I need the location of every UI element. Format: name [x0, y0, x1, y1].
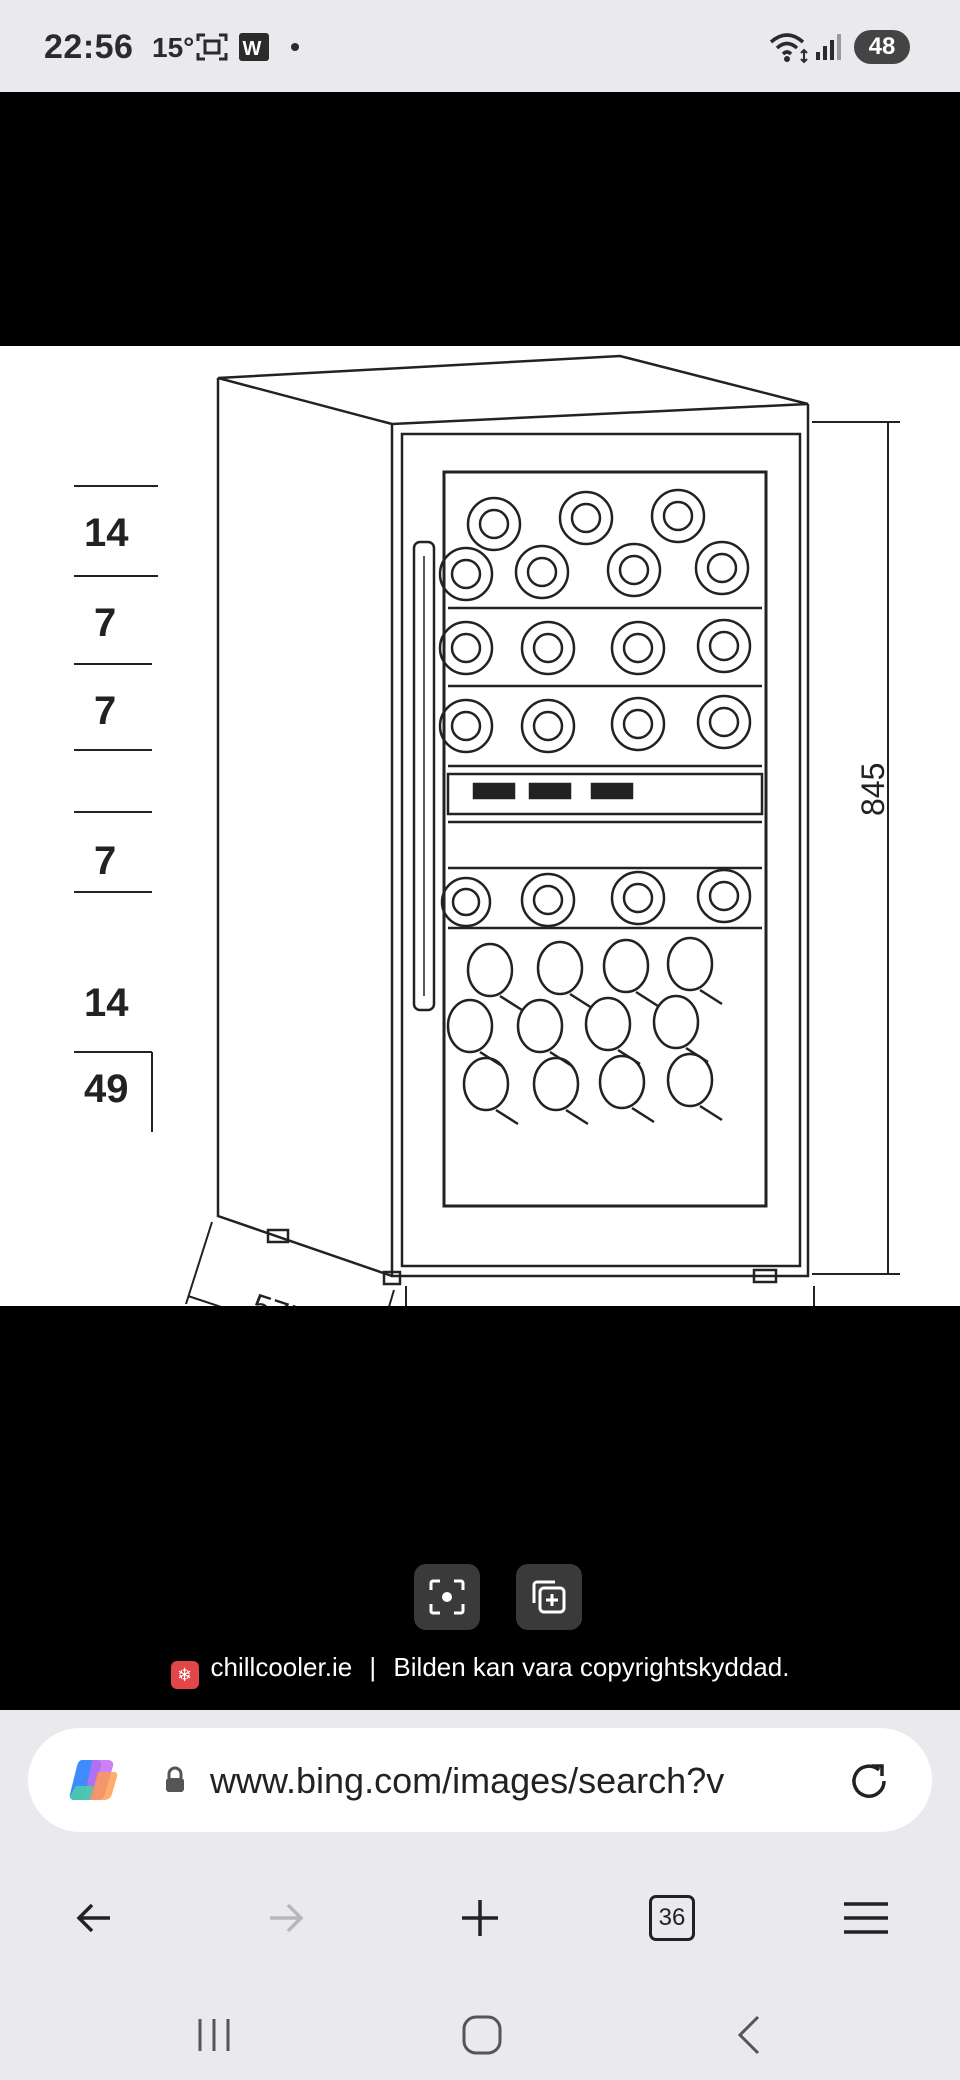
shelf-count-5: 14	[84, 981, 129, 1025]
reload-icon[interactable]	[846, 1758, 892, 1804]
screenshot-icon	[196, 33, 228, 61]
bottle-row-4	[440, 868, 752, 928]
arrow-left-icon	[76, 1903, 110, 1933]
status-bar: 22:56 15° W 48	[0, 0, 960, 92]
caption-separator: |	[369, 1652, 377, 1682]
wine-cooler-diagram: 14 7 7 7 14 49 845 480 575	[0, 346, 960, 1365]
menu-button[interactable]	[834, 1886, 898, 1950]
back-icon	[737, 2015, 760, 2055]
arrow-right-icon	[270, 1903, 304, 1933]
image-source-caption: ❄ chillcooler.ie | Bilden kan vara copyri…	[0, 1652, 960, 1689]
system-back-button[interactable]	[710, 2000, 790, 2070]
signal-icon	[816, 34, 841, 60]
status-temperature: 15°	[152, 32, 195, 63]
tabs-button[interactable]: 36	[640, 1886, 704, 1950]
home-button[interactable]	[442, 2000, 522, 2070]
bottle-row-2	[438, 618, 752, 676]
recents-icon	[198, 2019, 230, 2051]
hamburger-menu-icon	[844, 1902, 888, 1934]
source-domain[interactable]: chillcooler.ie	[210, 1652, 353, 1682]
shelf-count-2: 7	[94, 601, 116, 645]
source-favicon-icon: ❄	[170, 1661, 199, 1689]
wine-cooler-drawing: 14 7 7 7 14 49 845 480 575	[74, 354, 900, 1365]
bottle-row-top	[438, 488, 750, 602]
shelf-count-4: 7	[94, 839, 116, 883]
copyright-notice: Bilden kan vara copyrightskyddad.	[393, 1652, 790, 1682]
shelf-count-3: 7	[94, 689, 116, 733]
image-viewer[interactable]: 14 7 7 7 14 49 845 480 575 ❄chi	[0, 92, 960, 1710]
bottle-row-3	[438, 694, 752, 754]
add-to-collection-button[interactable]	[516, 1564, 582, 1630]
dot-icon	[291, 43, 299, 51]
wifi-icon	[769, 33, 808, 64]
bottle-rows-lower	[446, 936, 723, 1126]
visual-search-icon	[429, 1579, 465, 1615]
visual-search-button[interactable]	[414, 1564, 480, 1630]
dimension-height: 845	[855, 763, 891, 816]
svg-text:W: W	[243, 38, 262, 60]
tab-count: 36	[649, 1895, 695, 1941]
shelf-count-total: 49	[84, 1067, 129, 1111]
address-bar[interactable]: www.bing.com/images/search?v	[28, 1728, 932, 1832]
copilot-icon[interactable]	[68, 1756, 120, 1804]
recents-button[interactable]	[174, 2000, 254, 2070]
lock-icon	[166, 1766, 184, 1792]
url-text[interactable]: www.bing.com/images/search?v	[210, 1760, 725, 1801]
battery-level: 48	[868, 33, 896, 60]
battery-indicator: 48	[854, 30, 910, 64]
browser-toolbar: www.bing.com/images/search?v 36	[0, 1710, 960, 2080]
back-button[interactable]	[62, 1886, 126, 1950]
plus-icon	[462, 1900, 498, 1936]
forward-button[interactable]	[254, 1886, 318, 1950]
status-time: 22:56	[44, 28, 134, 66]
w-app-icon: W	[239, 33, 269, 61]
dimension-depth: 575	[248, 1286, 310, 1306]
add-to-collection-icon	[532, 1580, 566, 1614]
shelf-count-1: 14	[84, 511, 129, 555]
home-icon	[462, 2015, 502, 2055]
new-tab-button[interactable]	[448, 1886, 512, 1950]
